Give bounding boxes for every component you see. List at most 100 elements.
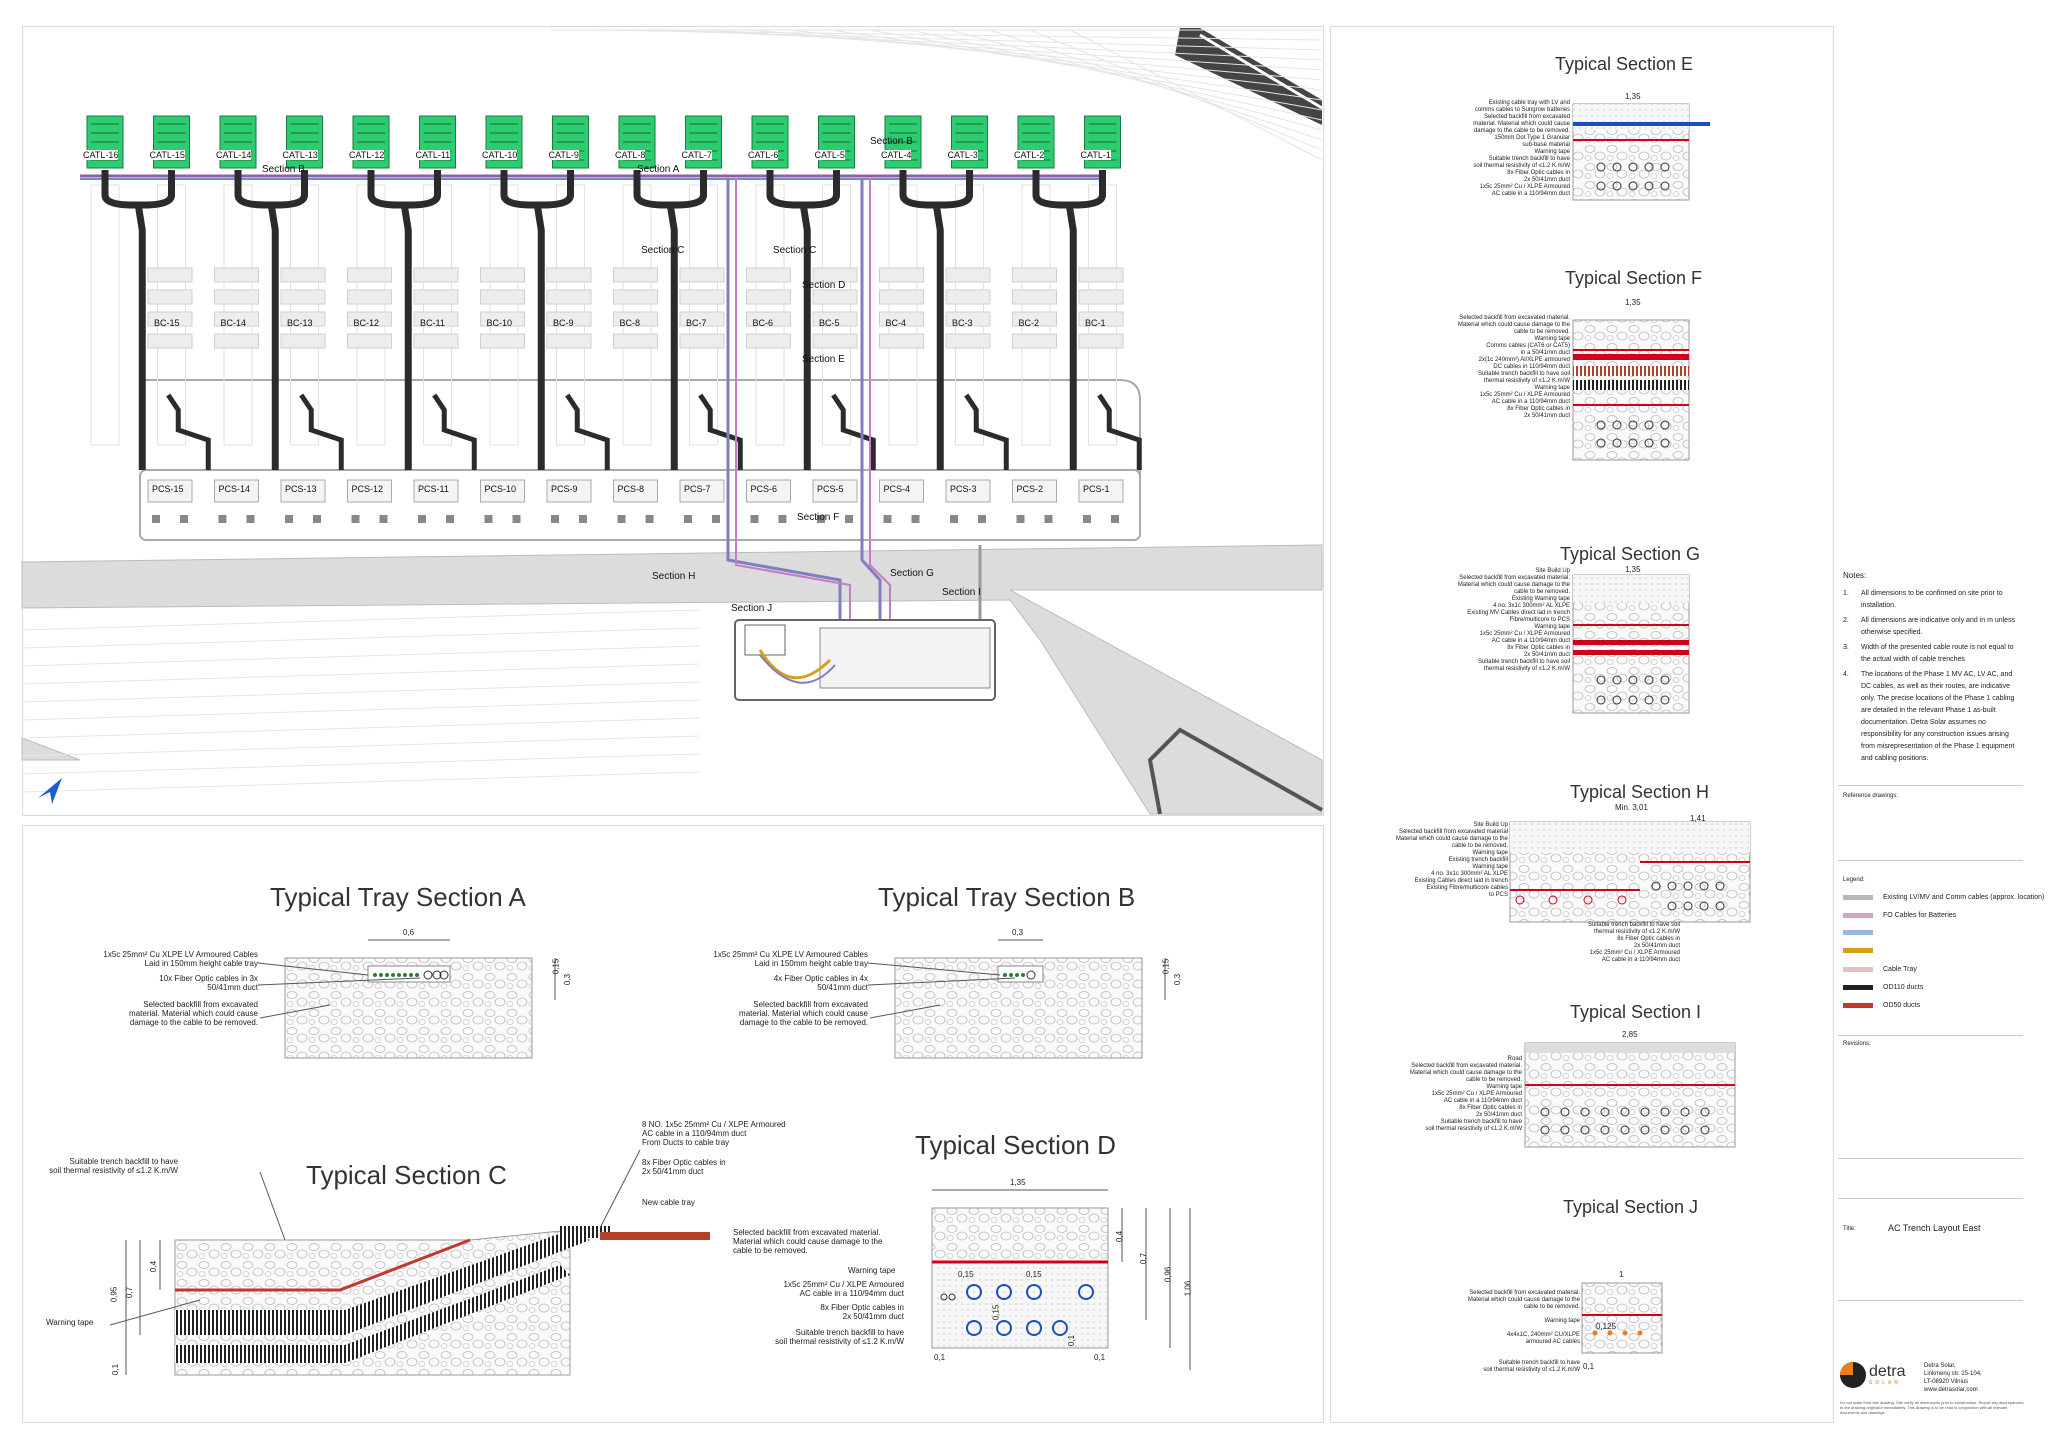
titleblock-panel xyxy=(1836,26,2028,1423)
pcs-label: PCS-1 xyxy=(1083,484,1110,494)
pcs-unit xyxy=(280,479,326,523)
pcs-label: PCS-2 xyxy=(1016,484,1044,494)
bc-label: BC-13 xyxy=(287,318,313,328)
tray-b-dim-width: 0,3 xyxy=(1012,928,1024,937)
bc-label: BC-4 xyxy=(885,318,907,328)
section-d-label-1: Selected backfill from excavated materia… xyxy=(733,1228,883,1255)
legend-swatch xyxy=(1843,1003,1873,1008)
bc-label: BC-7 xyxy=(686,318,707,328)
company-logo: detra SOLAR xyxy=(1840,1362,1905,1388)
section-i-title: Typical Section I xyxy=(1570,1002,1702,1022)
section-e-title: Typical Section E xyxy=(1555,54,1694,74)
title-value: AC Trench Layout East xyxy=(1888,1223,1981,1233)
duct-route xyxy=(1065,204,1077,470)
bc-container xyxy=(945,267,991,349)
bc-container xyxy=(480,267,525,349)
section-g-title: Typical Section G xyxy=(1560,544,1701,564)
legend-swatch xyxy=(1843,985,1873,990)
section-j-dim-width: 1 xyxy=(1619,1270,1624,1279)
pcs-unit xyxy=(945,479,991,523)
bc-container xyxy=(280,267,326,349)
section-h-labels-left: Site Build Up Selected backfill from exc… xyxy=(1395,822,1508,898)
duct-route xyxy=(432,393,477,470)
bc-label: BC-5 xyxy=(819,318,840,328)
section-d-title: Typical Section D xyxy=(915,1130,1116,1160)
section-i-labels: Road Selected backfill from excavated ma… xyxy=(1409,1056,1522,1132)
section-j-labels: Selected backfill from excavated materia… xyxy=(1467,1290,1580,1373)
bc-container xyxy=(679,267,725,349)
section-j-dim-spacing: 0,125 xyxy=(1596,1322,1617,1331)
pcs-label: PCS-5 xyxy=(817,484,844,494)
section-d-label-2: Warning tape xyxy=(848,1266,896,1275)
label-section-d: Section D xyxy=(802,280,846,291)
duct-circle xyxy=(1540,1107,1550,1117)
duct-circle xyxy=(1620,1107,1630,1117)
section-h-dim-width-2: 1,41 xyxy=(1690,814,1706,823)
legend-item: OD50 ducts xyxy=(1843,1002,1920,1009)
pcs-unit xyxy=(147,479,193,523)
catl-label: CATL-5 xyxy=(814,150,845,160)
duct-route xyxy=(666,204,678,470)
label-section-e: Section E xyxy=(802,354,845,365)
tray-section-a-title: Typical Tray Section A xyxy=(270,882,526,912)
tray-section-b-title: Typical Tray Section B xyxy=(878,882,1136,912)
section-f-dim-width: 1,35 xyxy=(1625,298,1641,307)
section-d-dim-5: 0,15 xyxy=(958,1270,974,1279)
note-item: 1.All dimensions to be confirmed on site… xyxy=(1843,590,2003,609)
duct-route xyxy=(799,204,811,470)
legend-header: Legend: xyxy=(1843,877,1865,883)
title-label: Title: xyxy=(1843,1226,1856,1232)
pcs-unit xyxy=(214,479,259,523)
label-section-c-left: Section C xyxy=(641,245,685,256)
pcs-unit xyxy=(1078,479,1124,523)
duct-circle xyxy=(1700,1107,1710,1117)
legend-item: FO Cables for Batteries xyxy=(1843,912,1956,919)
bc-label: BC-12 xyxy=(353,318,380,328)
section-f-title: Typical Section F xyxy=(1565,268,1703,288)
pcs-unit xyxy=(679,479,725,523)
duct-route xyxy=(533,204,545,470)
bc-container xyxy=(1078,267,1124,349)
section-e-dim-width: 1,35 xyxy=(1625,92,1641,101)
bc-label: BC-6 xyxy=(752,318,774,328)
catl-label: CATL-13 xyxy=(282,150,318,160)
catl-label: CATL-6 xyxy=(748,150,779,160)
pcs-label: PCS-10 xyxy=(484,484,517,494)
catl-label: CATL-10 xyxy=(482,150,518,160)
duct-route xyxy=(932,204,944,470)
legend-swatch xyxy=(1843,967,1873,972)
pcs-label: PCS-12 xyxy=(351,484,384,494)
bc-container xyxy=(413,267,459,349)
label-section-b-left: Section B xyxy=(262,164,305,175)
bc-label: BC-14 xyxy=(220,318,247,328)
duct-circle xyxy=(1680,1125,1690,1135)
bc-label: BC-9 xyxy=(553,318,574,328)
label-section-b-right: Section B xyxy=(870,136,913,147)
duct-route xyxy=(299,393,344,470)
legend-swatch xyxy=(1843,895,1873,900)
bc-container xyxy=(1012,267,1057,349)
duct-circle xyxy=(1660,1125,1670,1135)
label-section-a: Section A xyxy=(637,164,680,175)
pcs-label: PCS-7 xyxy=(684,484,711,494)
legend-swatch xyxy=(1843,930,1873,935)
duct-circle xyxy=(1640,1107,1650,1117)
section-j-dim-bottom: 0,1 xyxy=(1583,1362,1595,1371)
legend-item: Existing LV/MV and Comm cables (approx. … xyxy=(1843,894,2044,901)
notes-header: Notes: xyxy=(1843,571,1867,580)
catl-label: CATL-12 xyxy=(349,150,385,160)
section-d-dim-10: 0,1 xyxy=(1094,1353,1106,1362)
duct-route xyxy=(166,393,211,470)
tray-a-dim-width: 0,6 xyxy=(403,928,415,937)
duct-circle xyxy=(1580,1107,1590,1117)
duct-route xyxy=(964,393,1009,470)
